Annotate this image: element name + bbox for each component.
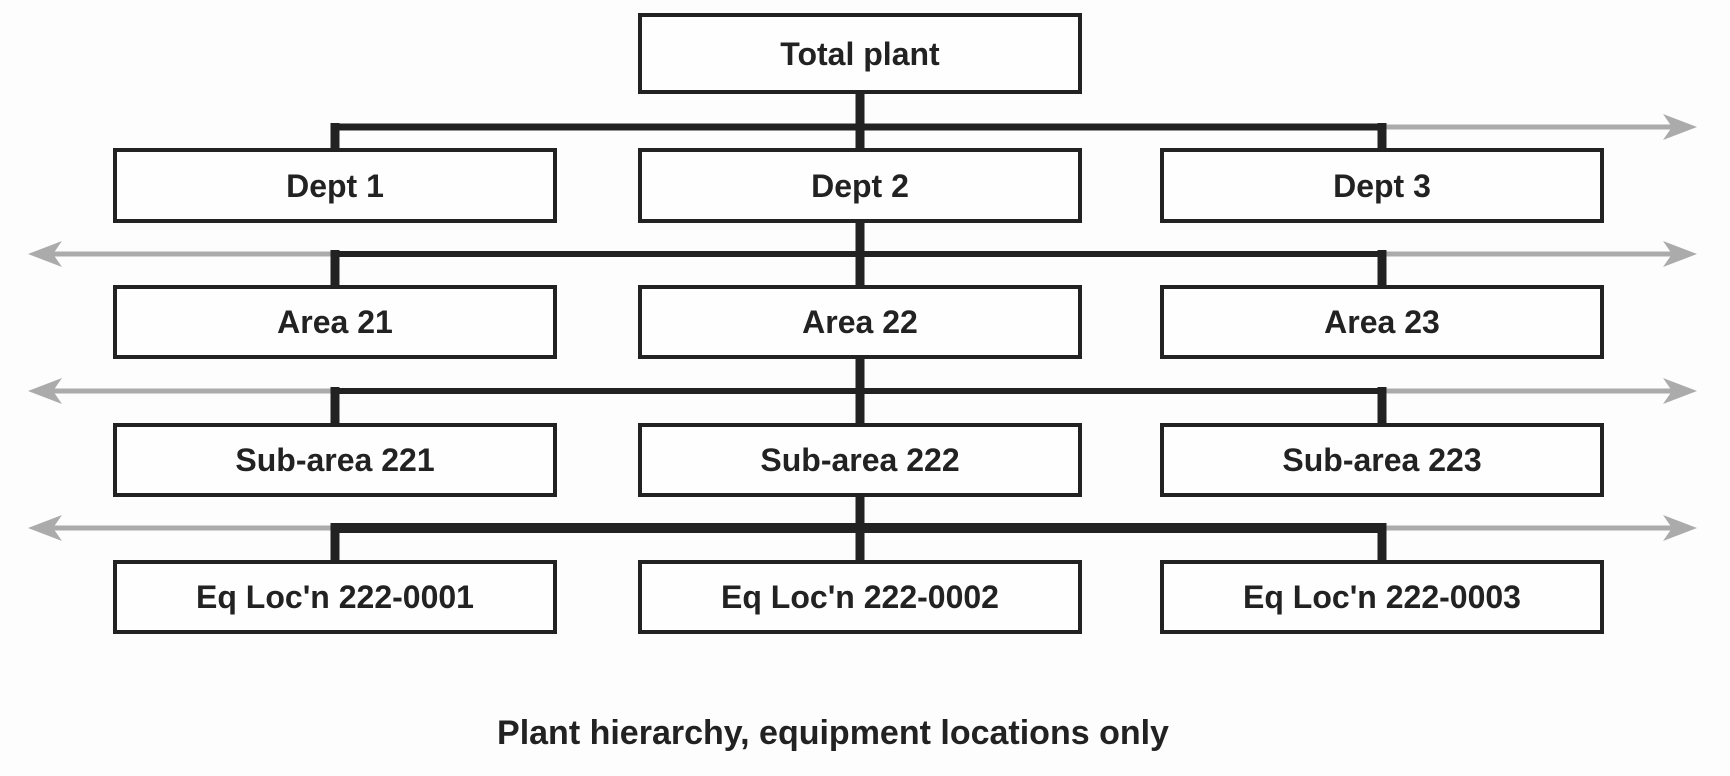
arrowhead-right-level-1-icon bbox=[1663, 114, 1697, 140]
node-label-subarea-221: Sub-area 221 bbox=[235, 442, 434, 478]
arrowhead-right-level-2-icon bbox=[1663, 241, 1697, 267]
node-box-area-22 bbox=[638, 285, 1082, 359]
node-box-area-21 bbox=[113, 285, 557, 359]
node-label-dept-3: Dept 3 bbox=[1333, 168, 1431, 204]
node-box-subarea-222 bbox=[638, 423, 1082, 497]
arrowhead-left-level-4-icon bbox=[28, 515, 62, 541]
arrowhead-right-level-3-icon bbox=[1663, 378, 1697, 404]
node-label-eqlocn-222-0001: Eq Loc'n 222-0001 bbox=[196, 579, 474, 615]
node-box-subarea-221 bbox=[113, 423, 557, 497]
node-label-subarea-222: Sub-area 222 bbox=[760, 442, 959, 478]
node-label-dept-1: Dept 1 bbox=[286, 168, 384, 204]
node-label-area-23: Area 23 bbox=[1324, 304, 1440, 340]
node-label-subarea-223: Sub-area 223 bbox=[1282, 442, 1481, 478]
arrowhead-left-level-2-icon bbox=[28, 241, 62, 267]
node-box-area-23 bbox=[1160, 285, 1604, 359]
node-box-eqlocn-222-0002 bbox=[638, 560, 1082, 634]
arrowhead-left-level-3-icon bbox=[28, 378, 62, 404]
node-label-total-plant: Total plant bbox=[780, 36, 940, 72]
node-label-area-22: Area 22 bbox=[802, 304, 918, 340]
node-label-area-21: Area 21 bbox=[277, 304, 393, 340]
node-label-dept-2: Dept 2 bbox=[811, 168, 909, 204]
arrowhead-right-level-4-icon bbox=[1663, 515, 1697, 541]
node-label-eqlocn-222-0002: Eq Loc'n 222-0002 bbox=[721, 579, 999, 615]
node-box-dept-3 bbox=[1160, 148, 1604, 223]
node-box-dept-2 bbox=[638, 148, 1082, 223]
node-box-subarea-223 bbox=[1160, 423, 1604, 497]
node-box-total-plant bbox=[638, 13, 1082, 94]
node-label-eqlocn-222-0003: Eq Loc'n 222-0003 bbox=[1243, 579, 1521, 615]
node-box-eqlocn-222-0003 bbox=[1160, 560, 1604, 634]
node-box-dept-1 bbox=[113, 148, 557, 223]
node-box-eqlocn-222-0001 bbox=[113, 560, 557, 634]
diagram-caption: Plant hierarchy, equipment locations onl… bbox=[497, 714, 1169, 752]
